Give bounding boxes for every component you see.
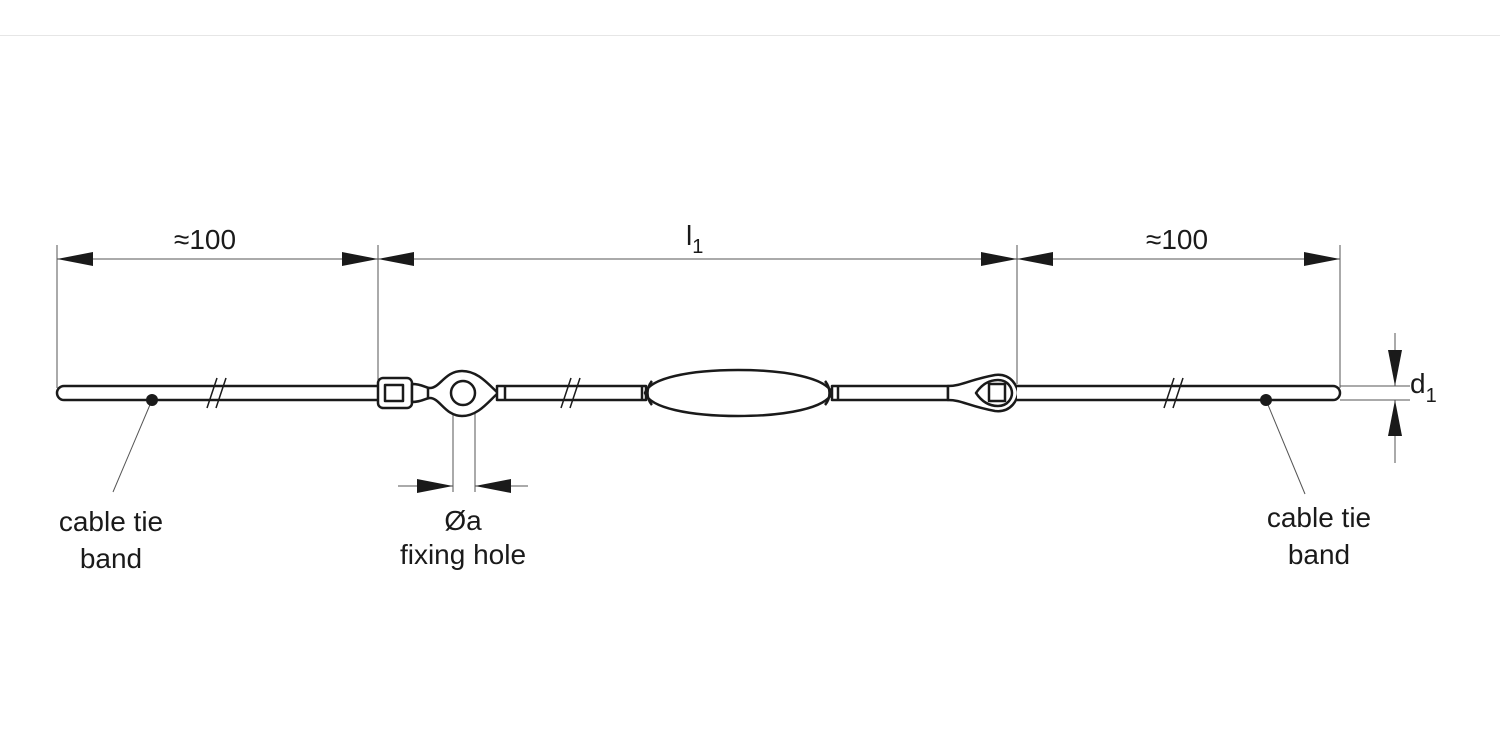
left-band-label-1: cable tie	[59, 506, 163, 537]
hole-diameter-label: Øa	[444, 505, 482, 536]
fixing-hole-label: fixing hole	[400, 539, 526, 570]
cable-tie	[55, 368, 1342, 418]
fixing-hole	[449, 379, 477, 407]
right-band-label-2: band	[1288, 539, 1350, 570]
extension-lines	[56, 245, 1410, 495]
thickness-label: d1	[1410, 368, 1437, 407]
left-band-marker	[146, 394, 158, 406]
right-band-marker	[1260, 394, 1272, 406]
right-band-label-1: cable tie	[1267, 502, 1371, 533]
left-length-label: ≈100	[174, 224, 236, 255]
middle-length-label: l1	[686, 220, 703, 258]
tie-head-slot	[383, 383, 405, 403]
left-band	[55, 384, 380, 402]
dimension-lines	[57, 252, 1402, 493]
tie-tail-eye	[946, 373, 1020, 413]
grip-oval	[643, 368, 834, 418]
right-length-label: ≈100	[1146, 224, 1208, 255]
left-band-label-2: band	[80, 543, 142, 574]
top-divider	[0, 35, 1500, 36]
